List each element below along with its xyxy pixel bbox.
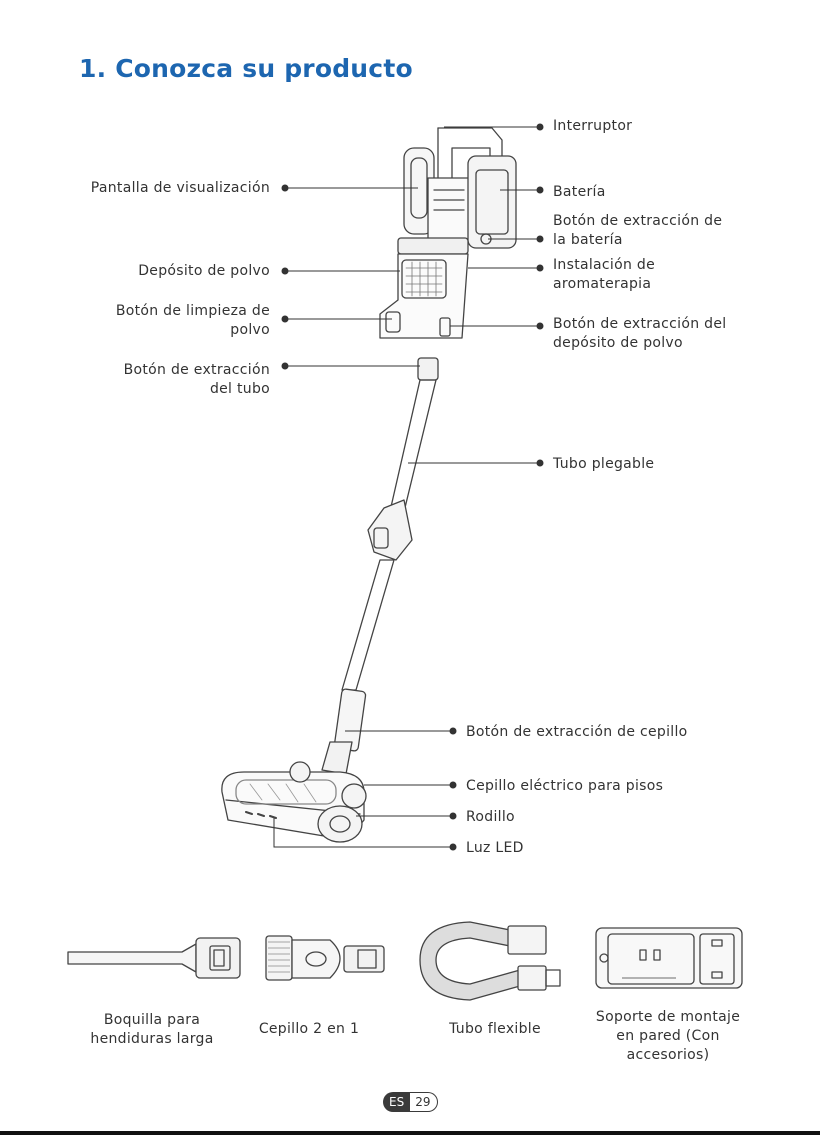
label-deposito: Depósito de polvo [138,263,270,279]
label-extr-deposito-line1: Botón de extracción del [553,316,727,332]
label-boton-bateria-line1: Botón de extracción de [553,213,723,229]
caption-soporte-line1: Soporte de montaje [595,1009,741,1025]
label-aroma-line2: aromaterapia [553,276,652,292]
flexible-hose-illustration [419,921,561,1001]
label-aromaterapia: Instalación de aromaterapia [553,256,655,294]
caption-cepillo-2en1: Cepillo 2 en 1 [244,1020,374,1039]
caption-boquilla-line1: Boquilla para [103,1012,201,1028]
battery [467,155,517,249]
label-extr-tubo-line2: del tubo [209,381,270,397]
roller-end [317,805,363,843]
label-luz-led: Luz LED [466,840,524,856]
caption-cepillo-line1: Cepillo 2 en 1 [258,1021,360,1037]
language-badge: ES [383,1092,411,1112]
lower-tube [341,559,395,691]
label-limpieza-line1: Botón de limpieza de [115,303,270,319]
label-rodillo: Rodillo [466,809,515,825]
caption-soporte-line3: accesorios) [626,1047,710,1063]
label-tubo-plegable: Tubo plegable [553,456,655,472]
page-footer: ES 29 [383,1092,439,1112]
label-boton-bateria-line2: la batería [553,232,623,248]
bottom-rule [0,1131,820,1135]
label-extr-cepillo: Botón de extracción de cepillo [466,724,688,740]
caption-tubo-flexible: Tubo flexible [428,1020,562,1039]
page-title: 1. Conozca su producto [79,54,413,83]
caption-boquilla: Boquilla para hendiduras larga [62,1011,242,1049]
label-extr-tubo: Botón de extracción del tubo [124,361,270,399]
label-extr-tubo-line1: Botón de extracción [123,362,270,378]
label-boton-bateria: Botón de extracción de la batería [553,212,722,250]
label-extr-deposito-line2: depósito de polvo [553,335,683,351]
upper-tube [387,379,437,521]
motor-body [427,177,471,241]
fold-joint [367,499,413,561]
label-bateria: Batería [553,184,606,200]
label-pantalla: Pantalla de visualización [90,180,270,196]
label-limpieza: Botón de limpieza de polvo [116,302,270,340]
caption-soporte: Soporte de montaje en pared (Con accesor… [578,1008,758,1065]
label-cepillo-pisos: Cepillo eléctrico para pisos [466,778,664,794]
handle [437,127,491,183]
label-aroma-line1: Instalación de [553,257,656,273]
two-in-one-brush-illustration [265,935,385,981]
crevice-nozzle-illustration [67,937,241,979]
dust-cup-ring [397,237,469,255]
label-limpieza-line2: polvo [230,322,270,338]
label-interruptor: Interruptor [553,118,633,134]
dust-cup [379,253,469,339]
caption-soporte-line2: en pared (Con [616,1028,720,1044]
caption-tubo-line1: Tubo flexible [449,1021,541,1037]
wall-mount-illustration [595,927,743,989]
tube-connector [417,357,439,381]
label-extr-deposito: Botón de extracción del depósito de polv… [553,315,726,353]
page-number: 29 [410,1092,439,1112]
caption-boquilla-line2: hendiduras larga [90,1031,214,1047]
